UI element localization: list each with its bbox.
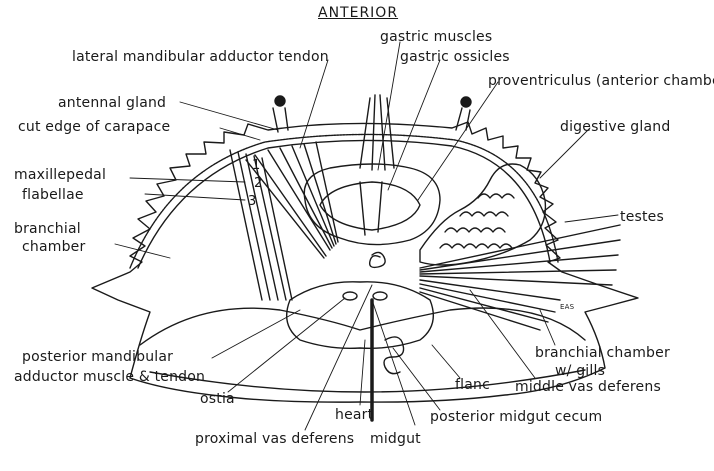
artist-signature: EAS — [560, 303, 575, 311]
label-gastric-ossicles: gastric ossicles — [400, 49, 510, 65]
label-branchial: branchial — [14, 221, 81, 237]
flabella-number-3: 3 — [248, 194, 257, 209]
gastric-muscles — [359, 94, 395, 171]
label-chamber: chamber — [22, 239, 86, 255]
label-with-gills: w/ gills — [555, 363, 606, 379]
left-eyestalk — [272, 107, 289, 133]
posterior-contour — [139, 307, 586, 346]
label-adductor-muscle-tendon: adductor muscle & tendon — [14, 369, 206, 385]
gill-left — [229, 149, 293, 301]
flabella-number-1: 1 — [252, 158, 261, 173]
label-heart: heart — [335, 407, 374, 423]
label-lateral-mandibular-adductor-tendon: lateral mandibular adductor tendon — [72, 49, 329, 65]
proventriculus — [303, 163, 441, 246]
label-testes: testes — [620, 209, 664, 225]
coil-center — [368, 251, 386, 269]
ostium-left — [342, 291, 358, 301]
label-flanc: flanc — [455, 377, 490, 393]
label-posterior-mandibular: posterior mandibular — [22, 349, 174, 365]
label-proventriculus: proventriculus (anterior chamber) — [488, 73, 714, 89]
label-midgut: midgut — [370, 431, 421, 447]
cut-edge-line-inner — [137, 139, 551, 269]
label-antennal-gland: antennal gland — [58, 95, 167, 111]
right-eye — [460, 96, 472, 108]
left-eye — [274, 95, 286, 107]
label-proximal-vas-deferens: proximal vas deferens — [195, 431, 355, 447]
mandibular-tendon-fan — [267, 141, 339, 251]
testes-lines — [419, 224, 621, 286]
label-branchial-chamber-gills: branchial chamber — [535, 345, 670, 361]
flabella-number-2: 2 — [254, 176, 263, 191]
label-cut-edge-of-carapace: cut edge of carapace — [18, 119, 171, 135]
stomach-inner — [319, 181, 421, 231]
label-ostia: ostia — [200, 391, 235, 407]
right-eyestalk — [455, 107, 471, 131]
ostium-right — [372, 291, 388, 301]
heart-outline — [286, 281, 434, 350]
posterior-midgut-cecum — [383, 336, 405, 375]
gill-right — [419, 279, 561, 331]
label-digestive-gland: digestive gland — [560, 119, 671, 135]
cut-edge-line — [129, 133, 559, 269]
carapace-outline — [91, 121, 639, 403]
anterior-label: ANTERIOR — [318, 5, 399, 21]
label-posterior-midgut-cecum: posterior midgut cecum — [430, 409, 603, 425]
label-maxillipedal: maxillepedal — [14, 167, 107, 183]
posterior-margin — [149, 369, 586, 393]
label-middle-vas-deferens: middle vas deferens — [515, 379, 661, 395]
label-flabellae: flabellae — [22, 187, 84, 203]
label-gastric-muscles: gastric muscles — [380, 29, 493, 45]
